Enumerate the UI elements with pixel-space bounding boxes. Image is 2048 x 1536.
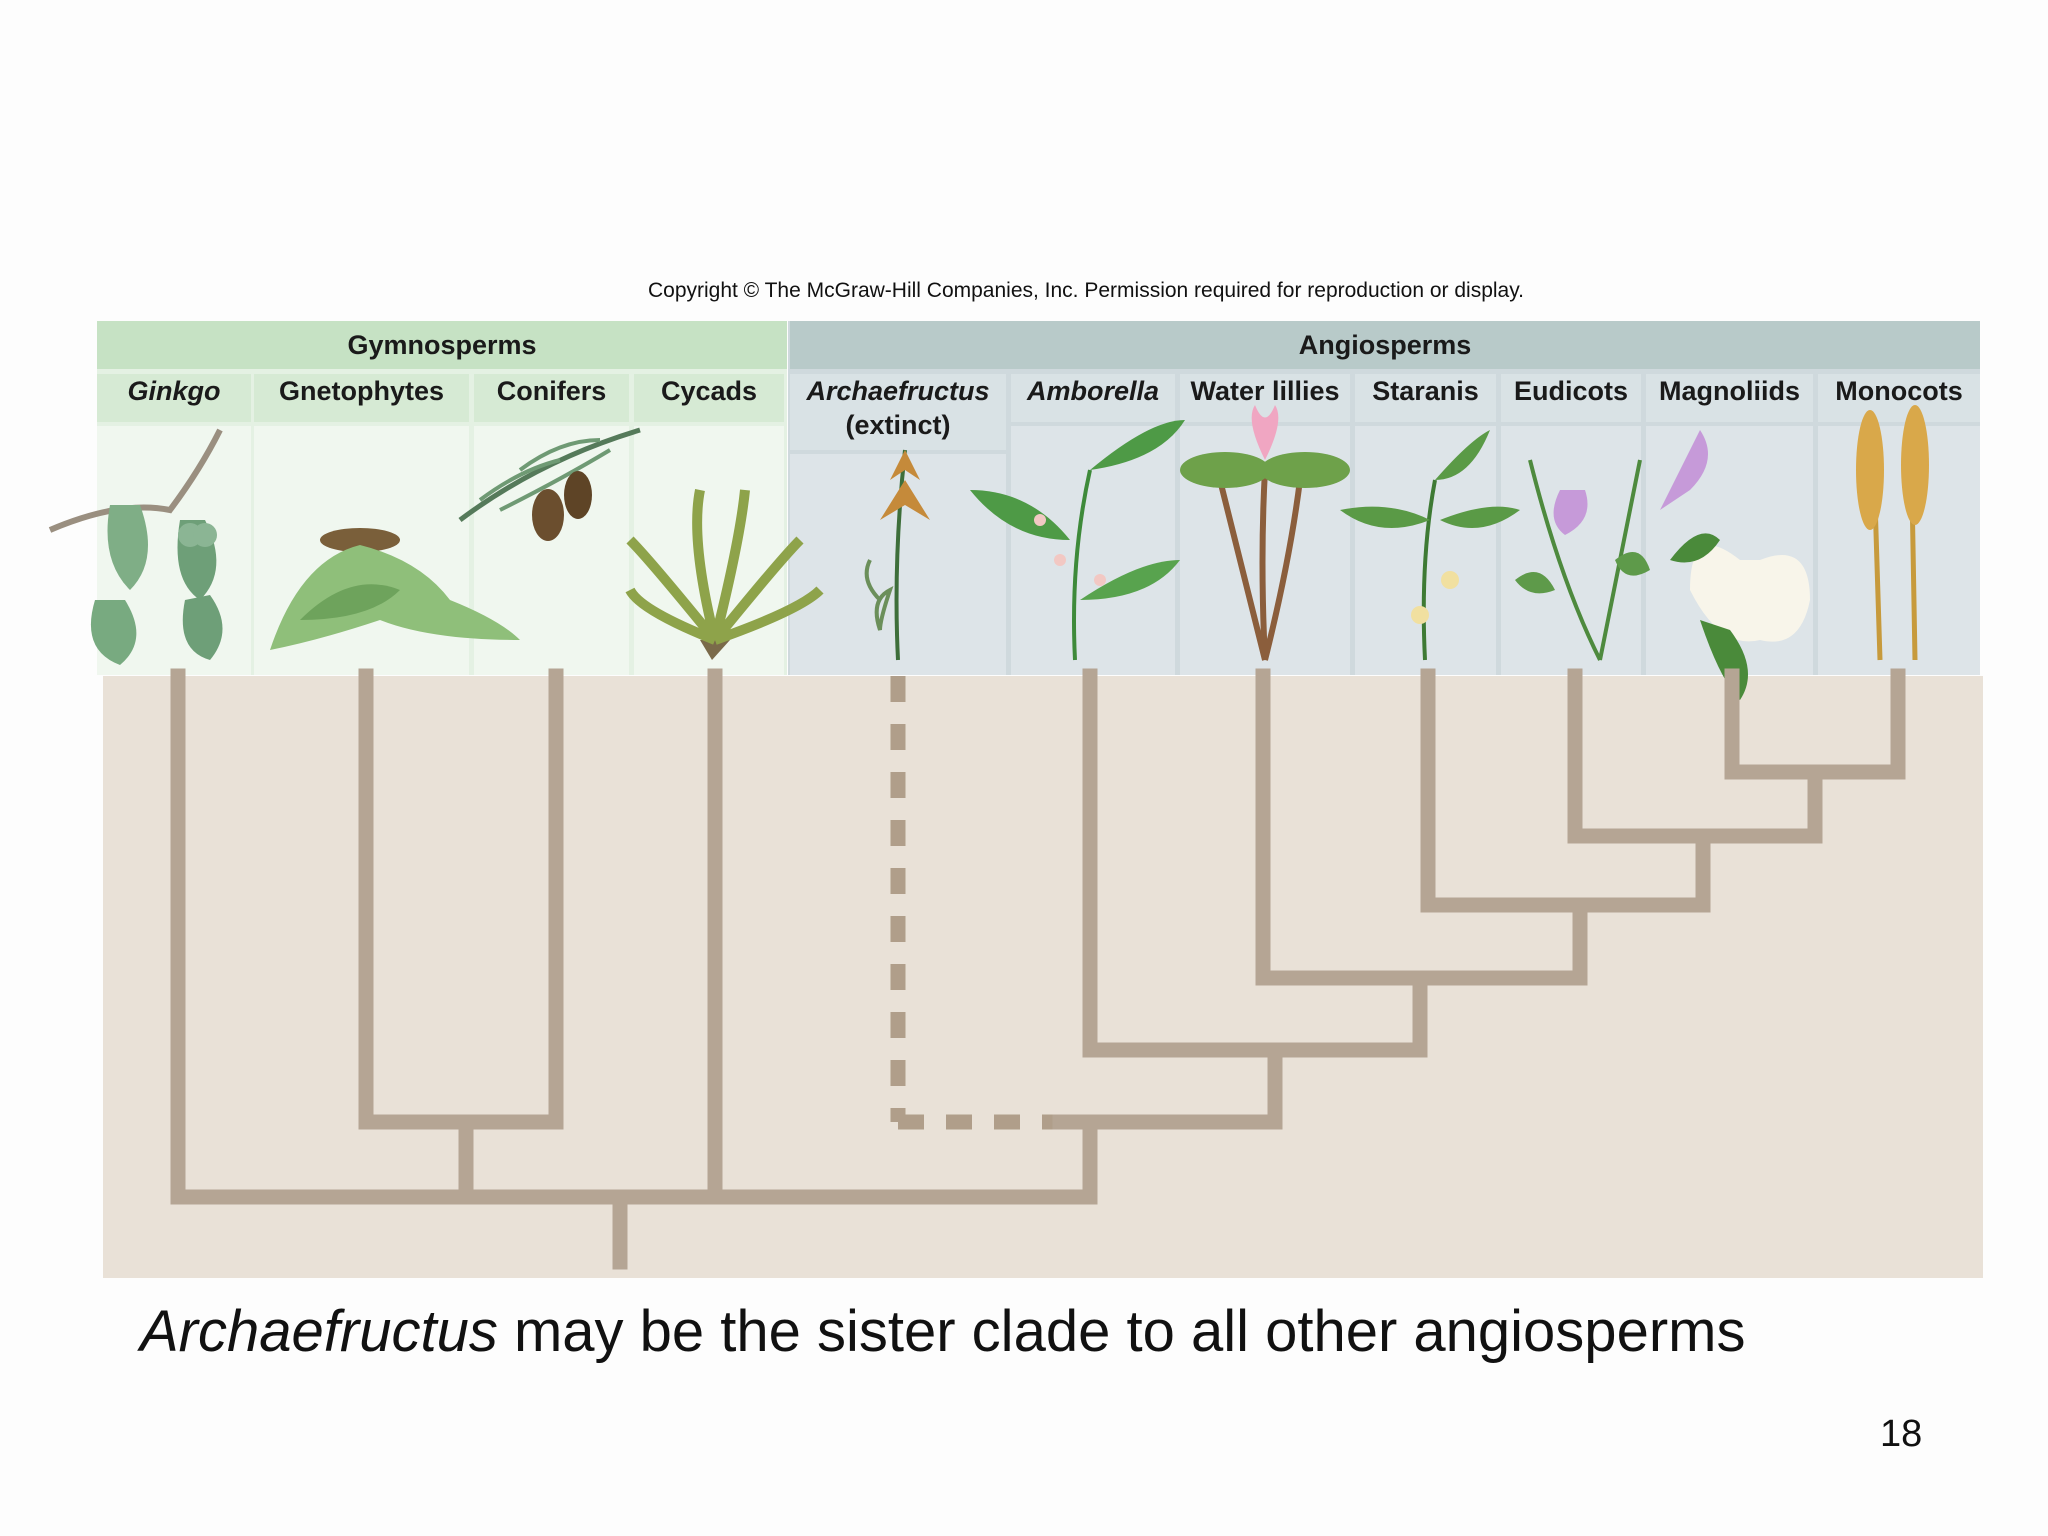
taxon-label-archaefructus: Archaefructus (extinct): [790, 374, 1006, 450]
taxon-label-staranis: Staranis: [1355, 374, 1496, 422]
taxon-label-water-lillies: Water lillies: [1180, 374, 1350, 422]
taxon-label-magnoliids: Magnoliids: [1646, 374, 1813, 422]
gnetophyte-icon: [270, 528, 520, 650]
tree-background: [103, 676, 1983, 1278]
ginkgo-icon: [48, 428, 223, 665]
amborella-icon: [970, 420, 1185, 661]
taxon-label-eudicots: Eudicots: [1501, 374, 1641, 422]
caption-text: may be the sister clade to all other ang…: [497, 1299, 1746, 1364]
water-lily-icon: [1180, 405, 1350, 661]
cycad-icon: [625, 489, 824, 660]
wheat-icon: [1856, 405, 1929, 661]
amborella-cell: [1011, 426, 1175, 675]
conifer-icon: [458, 427, 641, 541]
eudicots-cell: [1501, 426, 1641, 675]
monocots-cell: [1818, 426, 1980, 675]
page-number: 18: [1880, 1413, 1923, 1455]
taxon-label-amborella: Amborella: [1011, 374, 1175, 422]
magnolia-icon: [1660, 430, 1810, 700]
slide-caption: Archaefructus may be the sister clade to…: [140, 1298, 1745, 1365]
eudicot-icon: [1515, 459, 1650, 661]
taxon-label-cycads: Cycads: [634, 374, 784, 422]
star-anise-icon: [1340, 430, 1520, 661]
archaefructus-name: Archaefructus: [806, 376, 990, 406]
caption-italic-archaefructus: Archaefructus: [140, 1299, 498, 1364]
taxon-label-conifers: Conifers: [474, 374, 629, 422]
archaefructus-icon: [864, 449, 930, 661]
gymnosperms-header: Gymnosperms: [97, 321, 787, 369]
copyright-notice: Copyright © The McGraw-Hill Companies, I…: [647, 279, 1525, 302]
taxon-label-ginkgo: Ginkgo: [97, 374, 251, 422]
angiosperms-header: Angiosperms: [790, 321, 1980, 369]
taxon-label-gnetophytes: Gnetophytes: [254, 374, 469, 422]
archaefructus-extinct-note: (extinct): [845, 410, 951, 440]
taxon-label-monocots: Monocots: [1818, 374, 1980, 422]
